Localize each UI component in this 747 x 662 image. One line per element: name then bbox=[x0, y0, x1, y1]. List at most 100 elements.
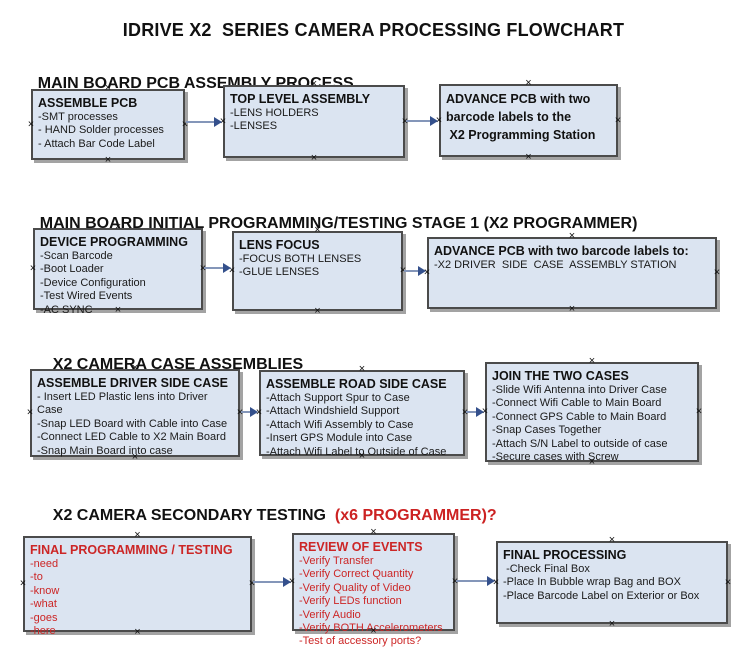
connector-handle-icon bbox=[134, 627, 140, 638]
connector-handle-icon bbox=[609, 619, 615, 630]
box-item: -X2 DRIVER SIDE CASE ASSEMBLY STATION bbox=[434, 259, 677, 271]
page-title: IDRIVE X2 SERIES CAMERA PROCESSING FLOWC… bbox=[122, 20, 625, 40]
box-item: -Attach S/N Label to outside of case bbox=[492, 437, 668, 450]
connector-handle-icon bbox=[105, 155, 111, 166]
flow-arrow-icon bbox=[466, 407, 484, 417]
box-item: -Verify Transfer bbox=[299, 555, 374, 567]
box-item: -Slide Wifi Antenna into Driver Case bbox=[492, 384, 667, 396]
box-title: ADVANCE PCB with two barcode labels to: bbox=[434, 244, 689, 258]
box-item: -GLUE LENSES bbox=[239, 266, 320, 279]
connector-handle-icon bbox=[370, 626, 376, 637]
connector-handle-icon bbox=[462, 408, 468, 419]
box-title: ASSEMBLE DRIVER SIDE CASE bbox=[37, 376, 229, 390]
connector-handle-icon bbox=[132, 452, 138, 463]
box-item: -Attach Windshield Support bbox=[266, 405, 400, 418]
connector-handle-icon bbox=[20, 579, 26, 590]
flow-box-join-the-two-cases: JOIN THE TWO CASES -Slide Wifi Antenna i… bbox=[485, 362, 702, 464]
connector-handle-icon bbox=[525, 152, 531, 163]
connector-handle-icon bbox=[370, 527, 376, 538]
flow-box-assemble-road-side-case: ASSEMBLE ROAD SIDE CASE -Attach Support … bbox=[259, 370, 468, 459]
connector-handle-icon bbox=[609, 535, 615, 546]
box-items: -SMT processes- HAND Solder processes- A… bbox=[38, 111, 177, 151]
box-item: -AC SYNC bbox=[40, 303, 93, 316]
box-item: -Scan Barcode bbox=[40, 250, 113, 262]
box-items: -Attach Support Spur to Case-Attach Wind… bbox=[266, 392, 457, 459]
box-item: -Verify Correct Quantity bbox=[299, 568, 414, 581]
box-item: -here bbox=[30, 625, 56, 638]
box-items: -LENS HOLDERS-LENSES bbox=[230, 107, 397, 134]
flow-box-lens-focus: LENS FOCUS -FOCUS BOTH LENSES-GLUE LENSE… bbox=[232, 231, 403, 311]
connector-handle-icon bbox=[359, 364, 365, 375]
box-item: -Test of accessory ports? bbox=[299, 635, 422, 648]
box-items: -FOCUS BOTH LENSES-GLUE LENSES bbox=[239, 253, 395, 280]
box-items: -Check Final Box-Place In Bubble wrap Ba… bbox=[503, 563, 720, 603]
box-item: -what bbox=[30, 598, 57, 611]
box-item: -LENS HOLDERS bbox=[230, 107, 319, 119]
box-item: -Verify Quality of Video bbox=[299, 581, 411, 594]
connector-handle-icon bbox=[311, 153, 317, 164]
connector-handle-icon bbox=[696, 407, 702, 418]
flow-arrow-icon bbox=[456, 576, 495, 586]
connector-handle-icon bbox=[200, 264, 206, 275]
box-title: FINAL PROCESSING bbox=[503, 548, 627, 562]
box-item: -Check Final Box bbox=[503, 563, 590, 575]
box-item: -know bbox=[30, 584, 60, 597]
box-title: TOP LEVEL ASSEMBLY bbox=[230, 92, 371, 106]
flow-arrow-icon bbox=[241, 407, 258, 417]
connector-handle-icon bbox=[589, 457, 595, 468]
box-items: -need-to-know-what-goes-here bbox=[30, 558, 244, 638]
section-heading-text: X2 CAMERA SECONDARY TESTING bbox=[52, 507, 331, 524]
box-item: -Verify Audio bbox=[299, 608, 361, 621]
box-item: - HAND Solder processes bbox=[38, 124, 164, 137]
box-items: -Verify Transfer-Verify Correct Quantity… bbox=[299, 555, 447, 649]
box-title: FINAL PROGRAMMING / TESTING bbox=[30, 543, 233, 557]
flow-arrow-icon bbox=[404, 266, 426, 276]
box-item: -Boot Loader bbox=[40, 263, 104, 276]
box-item: -Attach Support Spur to Case bbox=[266, 392, 410, 404]
box-item: -Snap LED Board with Cable into Case bbox=[37, 417, 228, 430]
flow-arrow-icon bbox=[186, 117, 222, 127]
section-heading-text: X2 CAMERA CASE ASSEMBLIES bbox=[52, 356, 304, 373]
section-heading-secondary-testing: X2 CAMERA SECONDARY TESTING (x6 PROGRAMM… bbox=[35, 489, 497, 543]
connector-handle-icon bbox=[615, 115, 621, 126]
box-title: JOIN THE TWO CASES bbox=[492, 369, 629, 383]
box-title: ASSEMBLE ROAD SIDE CASE bbox=[266, 377, 447, 391]
connector-handle-icon bbox=[311, 79, 317, 90]
box-item: -LENSES bbox=[230, 120, 278, 133]
connector-handle-icon bbox=[115, 222, 121, 233]
box-item: -need bbox=[30, 558, 59, 570]
section-heading-case-assemblies: X2 CAMERA CASE ASSEMBLIES bbox=[35, 338, 303, 392]
box-items: -X2 DRIVER SIDE CASE ASSEMBLY STATION bbox=[434, 259, 709, 272]
box-items: - Insert LED Plastic lens into Driver Ca… bbox=[37, 391, 232, 458]
box-items: -Slide Wifi Antenna into Driver Case -Con… bbox=[492, 384, 691, 464]
box-item: -goes bbox=[30, 611, 58, 624]
flow-box-final-programming-testing: FINAL PROGRAMMING / TESTING -need-to-kno… bbox=[20, 536, 252, 637]
box-item: - Attach Bar Code Label bbox=[38, 137, 155, 150]
connector-handle-icon bbox=[237, 408, 243, 419]
flow-box-top-level-assembly: TOP LEVEL ASSEMBLY -LENS HOLDERS-LENSES bbox=[223, 85, 405, 158]
flow-box-advance-pcb-driver-side: ADVANCE PCB with two barcode labels to: … bbox=[427, 237, 717, 309]
connector-handle-icon bbox=[134, 530, 140, 541]
box-title: ASSEMBLE PCB bbox=[38, 96, 138, 110]
connector-handle-icon bbox=[725, 577, 731, 588]
box-item: -Test Wired Events bbox=[40, 290, 133, 303]
box-title: ADVANCE PCB with two barcode labels to t… bbox=[446, 92, 596, 142]
flow-arrow-icon bbox=[253, 577, 291, 587]
box-item: -Secure cases with Screw bbox=[492, 451, 619, 464]
flow-box-final-processing: FINAL PROCESSING -Check Final Box-Place … bbox=[496, 541, 728, 624]
connector-handle-icon bbox=[28, 119, 34, 130]
box-title: DEVICE PROGRAMMING bbox=[40, 235, 188, 249]
connector-handle-icon bbox=[714, 268, 720, 279]
box-item: -Place Barcode Label on Exterior or Box bbox=[503, 589, 700, 602]
box-item: -Insert GPS Module into Case bbox=[266, 432, 413, 445]
connector-handle-icon bbox=[589, 356, 595, 367]
connector-handle-icon bbox=[525, 78, 531, 89]
section-heading-red-text: (x6 PROGRAMMER)? bbox=[330, 507, 497, 524]
box-title: REVIEW OF EVENTS bbox=[299, 540, 423, 554]
connector-handle-icon bbox=[105, 83, 111, 94]
box-item: -Place In Bubble wrap Bag and BOX bbox=[503, 576, 681, 589]
connector-handle-icon bbox=[30, 264, 36, 275]
flow-box-assemble-driver-side-case: ASSEMBLE DRIVER SIDE CASE - Insert LED P… bbox=[30, 369, 240, 457]
box-item: -Connect GPS Cable to Main Board bbox=[492, 410, 667, 423]
connector-handle-icon bbox=[132, 363, 138, 374]
